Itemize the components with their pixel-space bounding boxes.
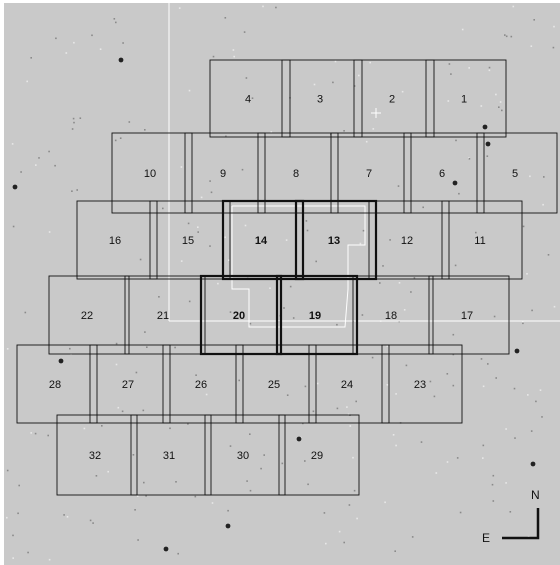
- tile-label: 10: [144, 168, 156, 180]
- tile-label: 11: [474, 235, 485, 247]
- tile-17: 17: [429, 276, 509, 354]
- tile-label: 8: [293, 168, 299, 180]
- tile-label: 12: [401, 235, 413, 247]
- tile-label: 21: [157, 310, 169, 322]
- tile-24: 24: [309, 345, 389, 423]
- tile-label: 25: [268, 379, 280, 391]
- tile-label: 20: [233, 310, 245, 322]
- tile-label: 17: [461, 310, 473, 322]
- tile-2: 2: [354, 60, 434, 137]
- tile-19: 19: [277, 276, 357, 354]
- tile-label: 15: [182, 235, 194, 247]
- compass-arrow-icon: [502, 508, 538, 538]
- tile-label: 31: [163, 450, 175, 462]
- compass-east-label: E: [482, 531, 490, 545]
- tile-label: 3: [317, 93, 323, 105]
- compass: N E: [482, 488, 540, 545]
- tile-label: 26: [195, 379, 207, 391]
- tile-label: 32: [89, 450, 101, 462]
- tile-3: 3: [282, 60, 362, 137]
- tile-label: 16: [109, 235, 121, 247]
- compass-north-label: N: [531, 488, 540, 502]
- tile-label: 28: [49, 379, 61, 391]
- tile-1: 1: [426, 60, 506, 137]
- tile-label: 27: [122, 379, 134, 391]
- tile-20: 20: [201, 276, 281, 354]
- tile-23: 23: [382, 345, 462, 423]
- tile-label: 7: [366, 168, 372, 180]
- tile-label: 4: [245, 93, 251, 105]
- tile-28: 28: [17, 345, 97, 423]
- tile-label: 19: [309, 310, 321, 322]
- tile-label: 22: [81, 310, 93, 322]
- tile-27: 27: [90, 345, 170, 423]
- tile-label: 24: [341, 379, 353, 391]
- tile-25: 25: [236, 345, 316, 423]
- crosshair-icon: [371, 108, 381, 118]
- tile-label: 5: [512, 168, 518, 180]
- tile-32: 32: [57, 415, 137, 495]
- tile-label: 18: [385, 310, 397, 322]
- tile-label: 29: [311, 450, 323, 462]
- tile-4: 4: [210, 60, 290, 137]
- tile-29: 29: [279, 415, 359, 495]
- tile-label: 30: [237, 450, 249, 462]
- tile-30: 30: [205, 415, 285, 495]
- tile-22: 22: [49, 276, 129, 354]
- guide-outline: [232, 206, 365, 327]
- tile-label: 9: [220, 168, 226, 180]
- tile-label: 14: [255, 235, 268, 247]
- tile-18: 18: [353, 276, 433, 354]
- tile-label: 23: [414, 379, 426, 391]
- tile-26: 26: [163, 345, 243, 423]
- tile-21: 21: [125, 276, 205, 354]
- tile-label: 13: [328, 235, 340, 247]
- tile-label: 1: [461, 93, 467, 105]
- tile-label: 2: [389, 93, 395, 105]
- tile-label: 6: [439, 168, 445, 180]
